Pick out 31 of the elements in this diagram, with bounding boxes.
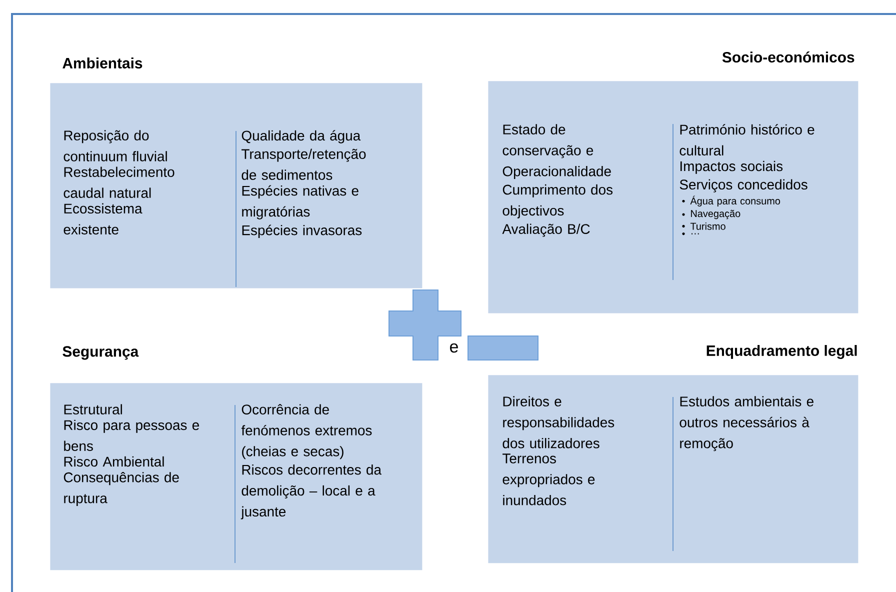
panel-heading: Socio-económicos — [722, 51, 854, 63]
list-item: Ecossistema existente — [64, 203, 142, 234]
bullet-item: Navegação — [682, 210, 740, 220]
list-item: Ocorrência de fenómenos extremos (cheias e secas) — [241, 404, 372, 460]
bullet-item: Turismo — [682, 222, 726, 230]
list-item: Transporte/retenção de sedimentos — [242, 148, 366, 180]
bullet-item: … — [682, 232, 699, 236]
panel-heading: Enquadramento legal — [706, 345, 857, 359]
list-item: Serviços concedidos — [680, 179, 808, 192]
list-item: Consequências de ruptura — [64, 472, 179, 506]
list-item: Qualidade da água — [242, 130, 361, 144]
list-item: Restabelecimento caudal natural — [64, 166, 174, 198]
list-item: Cumprimento dos objectivos — [502, 184, 613, 218]
list-item: Estrutural — [64, 404, 122, 414]
list-item: Direitos e responsabilidades dos utilizadores — [502, 396, 614, 448]
list-item: Terrenos expropriados e inundados — [502, 454, 595, 506]
panel-heading: Ambientais — [62, 58, 142, 68]
panel-heading: Segurança — [62, 346, 139, 360]
list-item: Património histórico e cultural — [680, 124, 814, 156]
list-item: Avaliação B/C — [502, 224, 590, 237]
list-item: Risco para pessoas e bens — [64, 420, 199, 451]
list-item: Espécies nativas e migratórias — [242, 185, 358, 220]
list-item: Reposição do continuum fluvial — [64, 130, 167, 162]
list-item: Estado de conservação e Operacionalidade — [502, 124, 611, 180]
list-item: Estudos ambientais e outros necessários à remoção — [680, 396, 814, 452]
list-item: Riscos decorrentes da demolição – local e a jusante — [240, 464, 382, 520]
list-item: Espécies invasoras — [242, 224, 362, 238]
bullet-item: Água para consumo — [682, 196, 780, 206]
connector-word: e — [450, 343, 458, 353]
list-item: Impactos sociais — [680, 160, 783, 174]
list-item: Risco Ambiental — [64, 456, 164, 467]
